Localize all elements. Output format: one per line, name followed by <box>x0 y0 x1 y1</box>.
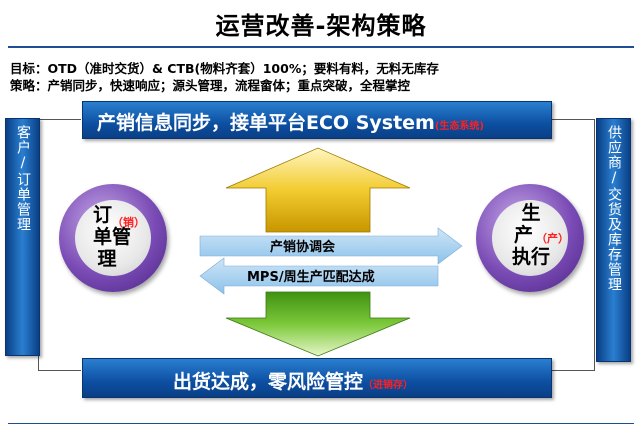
circle-right-tag: （产） <box>536 232 569 245</box>
circle-inner <box>75 200 151 276</box>
bottom-bar-label: 出货达成，零风险管控 <box>173 371 364 393</box>
circle-right-line2: 产 <box>514 224 534 246</box>
bottom-divider <box>8 423 634 424</box>
circle-left-line3: 理 <box>97 248 117 270</box>
circle-left-tag: （销） <box>112 216 145 229</box>
top-bar-text: 产销信息同步，接单平台ECO System(生态系统) <box>97 108 484 135</box>
up-arrow <box>225 147 411 233</box>
title-divider <box>8 46 634 48</box>
band-right-label: 产销协调会 <box>270 240 336 255</box>
right-side-label: 供应商/交货及库存管理 <box>606 125 622 292</box>
order-management-circle: 订 单管 理 （销） <box>59 184 167 292</box>
left-side-label: 客户/订单管理 <box>15 125 31 232</box>
top-bar-label: 产销信息同步，接单平台ECO System <box>97 112 435 134</box>
band-right-arrow <box>199 227 463 265</box>
band-left-arrow <box>199 257 439 295</box>
goal-line: 目标：OTD（准时交货）& CTB(物料齐套）100%；要料有料，无料无库存 <box>10 61 439 76</box>
right-side-panel: 供应商/交货及库存管理 <box>596 118 631 362</box>
bottom-bar: 出货达成，零风险管控（进销存） <box>82 358 552 398</box>
page-title: 运营改善-架构策略 <box>215 12 427 40</box>
top-bar: 产销信息同步，接单平台ECO System(生态系统) <box>82 101 552 139</box>
circle-inner <box>492 200 568 276</box>
production-execution-circle: 生 产 执行 （产） <box>476 184 584 292</box>
down-arrow <box>225 291 411 357</box>
circle-right-line1: 生 <box>521 202 541 224</box>
bottom-bar-note: （进销存） <box>363 380 414 391</box>
circle-left-line1: 订 <box>93 204 113 226</box>
strategy-line: 策略：产销同步，快速响应；源头管理，流程畲体；重点突破，全程掌控 <box>10 78 411 93</box>
top-bar-note: (生态系统) <box>434 121 484 132</box>
left-side-panel: 客户/订单管理 <box>5 118 40 356</box>
circle-right-line3: 执行 <box>511 246 550 268</box>
circle-left-line2: 单管 <box>93 226 132 248</box>
right-connector-frame <box>552 119 595 371</box>
bottom-bar-text: 出货达成，零风险管控（进销存） <box>173 367 413 394</box>
band-left-label: MPS/周生产匹配达成 <box>247 270 375 285</box>
